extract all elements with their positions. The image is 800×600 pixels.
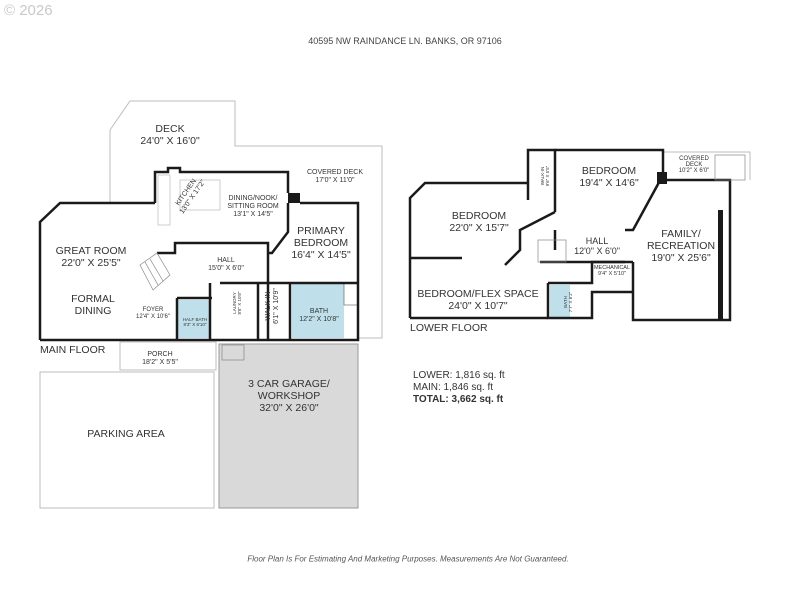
main-floor-walls <box>38 166 360 342</box>
lower-bath-fill <box>550 285 570 317</box>
lower-floor-label: LOWER FLOOR <box>410 322 488 334</box>
deck-outline <box>109 100 383 339</box>
watermark: © 2026 <box>4 2 53 19</box>
square-footage-summary: LOWER: 1,816 sq. ft MAIN: 1,846 sq. ft T… <box>413 370 505 406</box>
lower-stairs <box>537 154 746 263</box>
bath-fill <box>292 283 344 338</box>
shower <box>343 282 359 306</box>
total-sqft: TOTAL: 3,662 sq. ft <box>413 394 504 405</box>
disclaimer: Floor Plan Is For Estimating And Marketi… <box>247 554 569 564</box>
kitchen-counters <box>157 174 221 226</box>
stairs <box>139 252 245 361</box>
main-sqft: MAIN: 1,846 sq. ft <box>413 382 494 393</box>
half-bath-fill <box>177 300 211 338</box>
lower-sqft: LOWER: 1,816 sq. ft <box>413 370 505 381</box>
garage <box>218 343 359 509</box>
property-address: 40595 NW RAINDANCE LN. BANKS, OR 97106 <box>308 36 502 46</box>
main-floor-label: MAIN FLOOR <box>40 344 106 356</box>
parking-area <box>39 371 215 509</box>
porch <box>119 341 217 371</box>
room-parking: PARKING AREA <box>87 428 165 440</box>
